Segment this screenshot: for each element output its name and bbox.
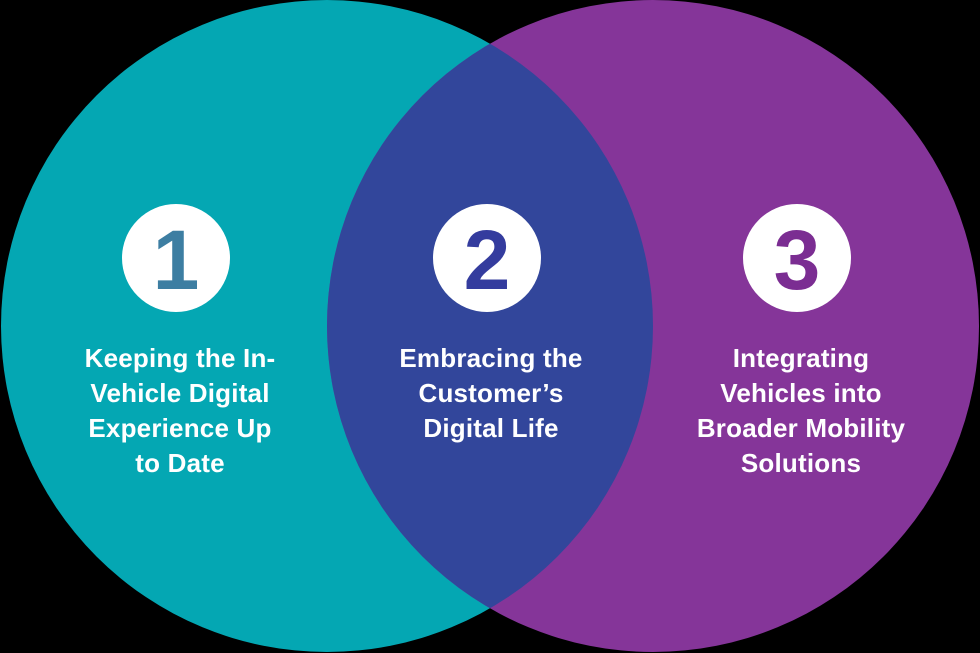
badge-2-number: 2 (464, 213, 511, 307)
badge-1: 1 (122, 204, 230, 312)
label-left-section: Keeping the In- Vehicle Digital Experien… (84, 343, 276, 478)
badge-1-circle (122, 204, 230, 312)
overlap-region (327, 0, 653, 652)
badge-3: 3 (743, 204, 851, 312)
label-right-section: Integrating Vehicles into Broader Mobili… (696, 343, 906, 478)
badge-3-circle (743, 204, 851, 312)
badge-3-number: 3 (774, 213, 821, 307)
label-overlap-section: Embracing the Customer’s Digital Life (399, 343, 583, 443)
badge-2: 2 (433, 204, 541, 312)
badge-2-circle (433, 204, 541, 312)
badge-1-number: 1 (153, 213, 200, 307)
